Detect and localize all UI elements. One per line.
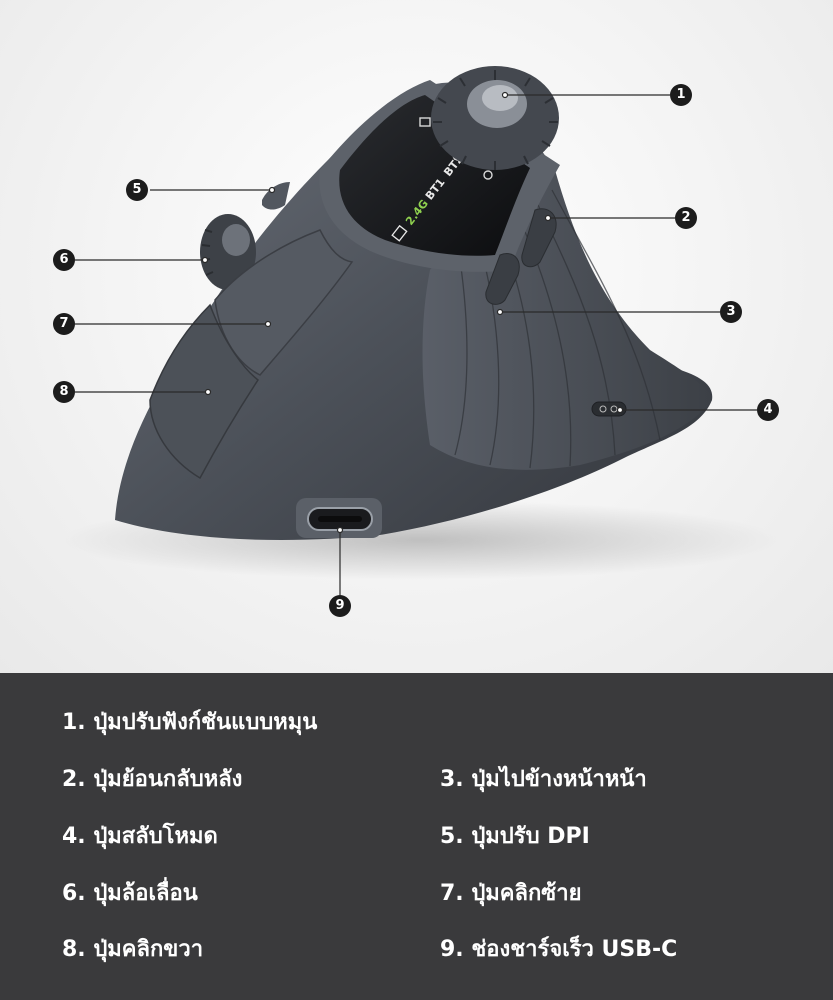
callout-leaders [75, 91, 757, 595]
legend-item-2: 2. ปุ่มย้อนกลับหลัง [62, 767, 243, 792]
callout-9-badge: 9 [329, 595, 351, 617]
legend-item-7: 7. ปุ่มคลิกซ้าย [440, 881, 582, 906]
vertical-mouse-illustration: 2.4G BT1 BT2 [60, 66, 780, 595]
product-photo: 2.4G BT1 BT2 [0, 0, 833, 673]
forward-button[interactable] [485, 253, 520, 305]
legend-item-3: 3. ปุ่มไปข้างหน้าหน้า [440, 767, 647, 792]
legend-item-9: 9. ช่องชาร์จเร็ว USB-C [440, 937, 678, 962]
legend-item-4: 4. ปุ่มสลับโหมด [62, 824, 218, 849]
callout-4-badge: 4 [757, 399, 779, 421]
legend-item-1: 1. ปุ่มปรับฟังก์ชันแบบหมุน [62, 710, 318, 735]
legend-item-5: 5. ปุ่มปรับ DPI [440, 824, 590, 849]
feature-legend: 1. ปุ่มปรับฟังก์ชันแบบหมุน 2. ปุ่มย้อนกล… [0, 673, 833, 1000]
mode-switch-icon [599, 405, 607, 413]
battery-icon [391, 224, 408, 242]
screen-link-icon [483, 170, 493, 180]
callout-2-badge: 2 [675, 207, 697, 229]
rotary-function-knob[interactable] [431, 66, 559, 170]
callout-8-badge: 8 [53, 381, 75, 403]
left-click-button[interactable] [214, 229, 354, 376]
screen-mode-icon [419, 117, 431, 127]
callout-1-badge: 1 [670, 84, 692, 106]
callout-7-badge: 7 [53, 313, 75, 335]
mode-switch-button[interactable] [591, 401, 627, 417]
callout-3-badge: 3 [720, 301, 742, 323]
callout-5-badge: 5 [126, 179, 148, 201]
legend-item-8: 8. ปุ่มคลิกขวา [62, 937, 204, 962]
scroll-wheel[interactable] [200, 214, 256, 290]
legend-item-6: 6. ปุ่มล้อเลื่อน [62, 881, 198, 906]
dpi-button[interactable] [262, 182, 290, 210]
callout-6-badge: 6 [53, 249, 75, 271]
back-button[interactable] [521, 208, 557, 268]
